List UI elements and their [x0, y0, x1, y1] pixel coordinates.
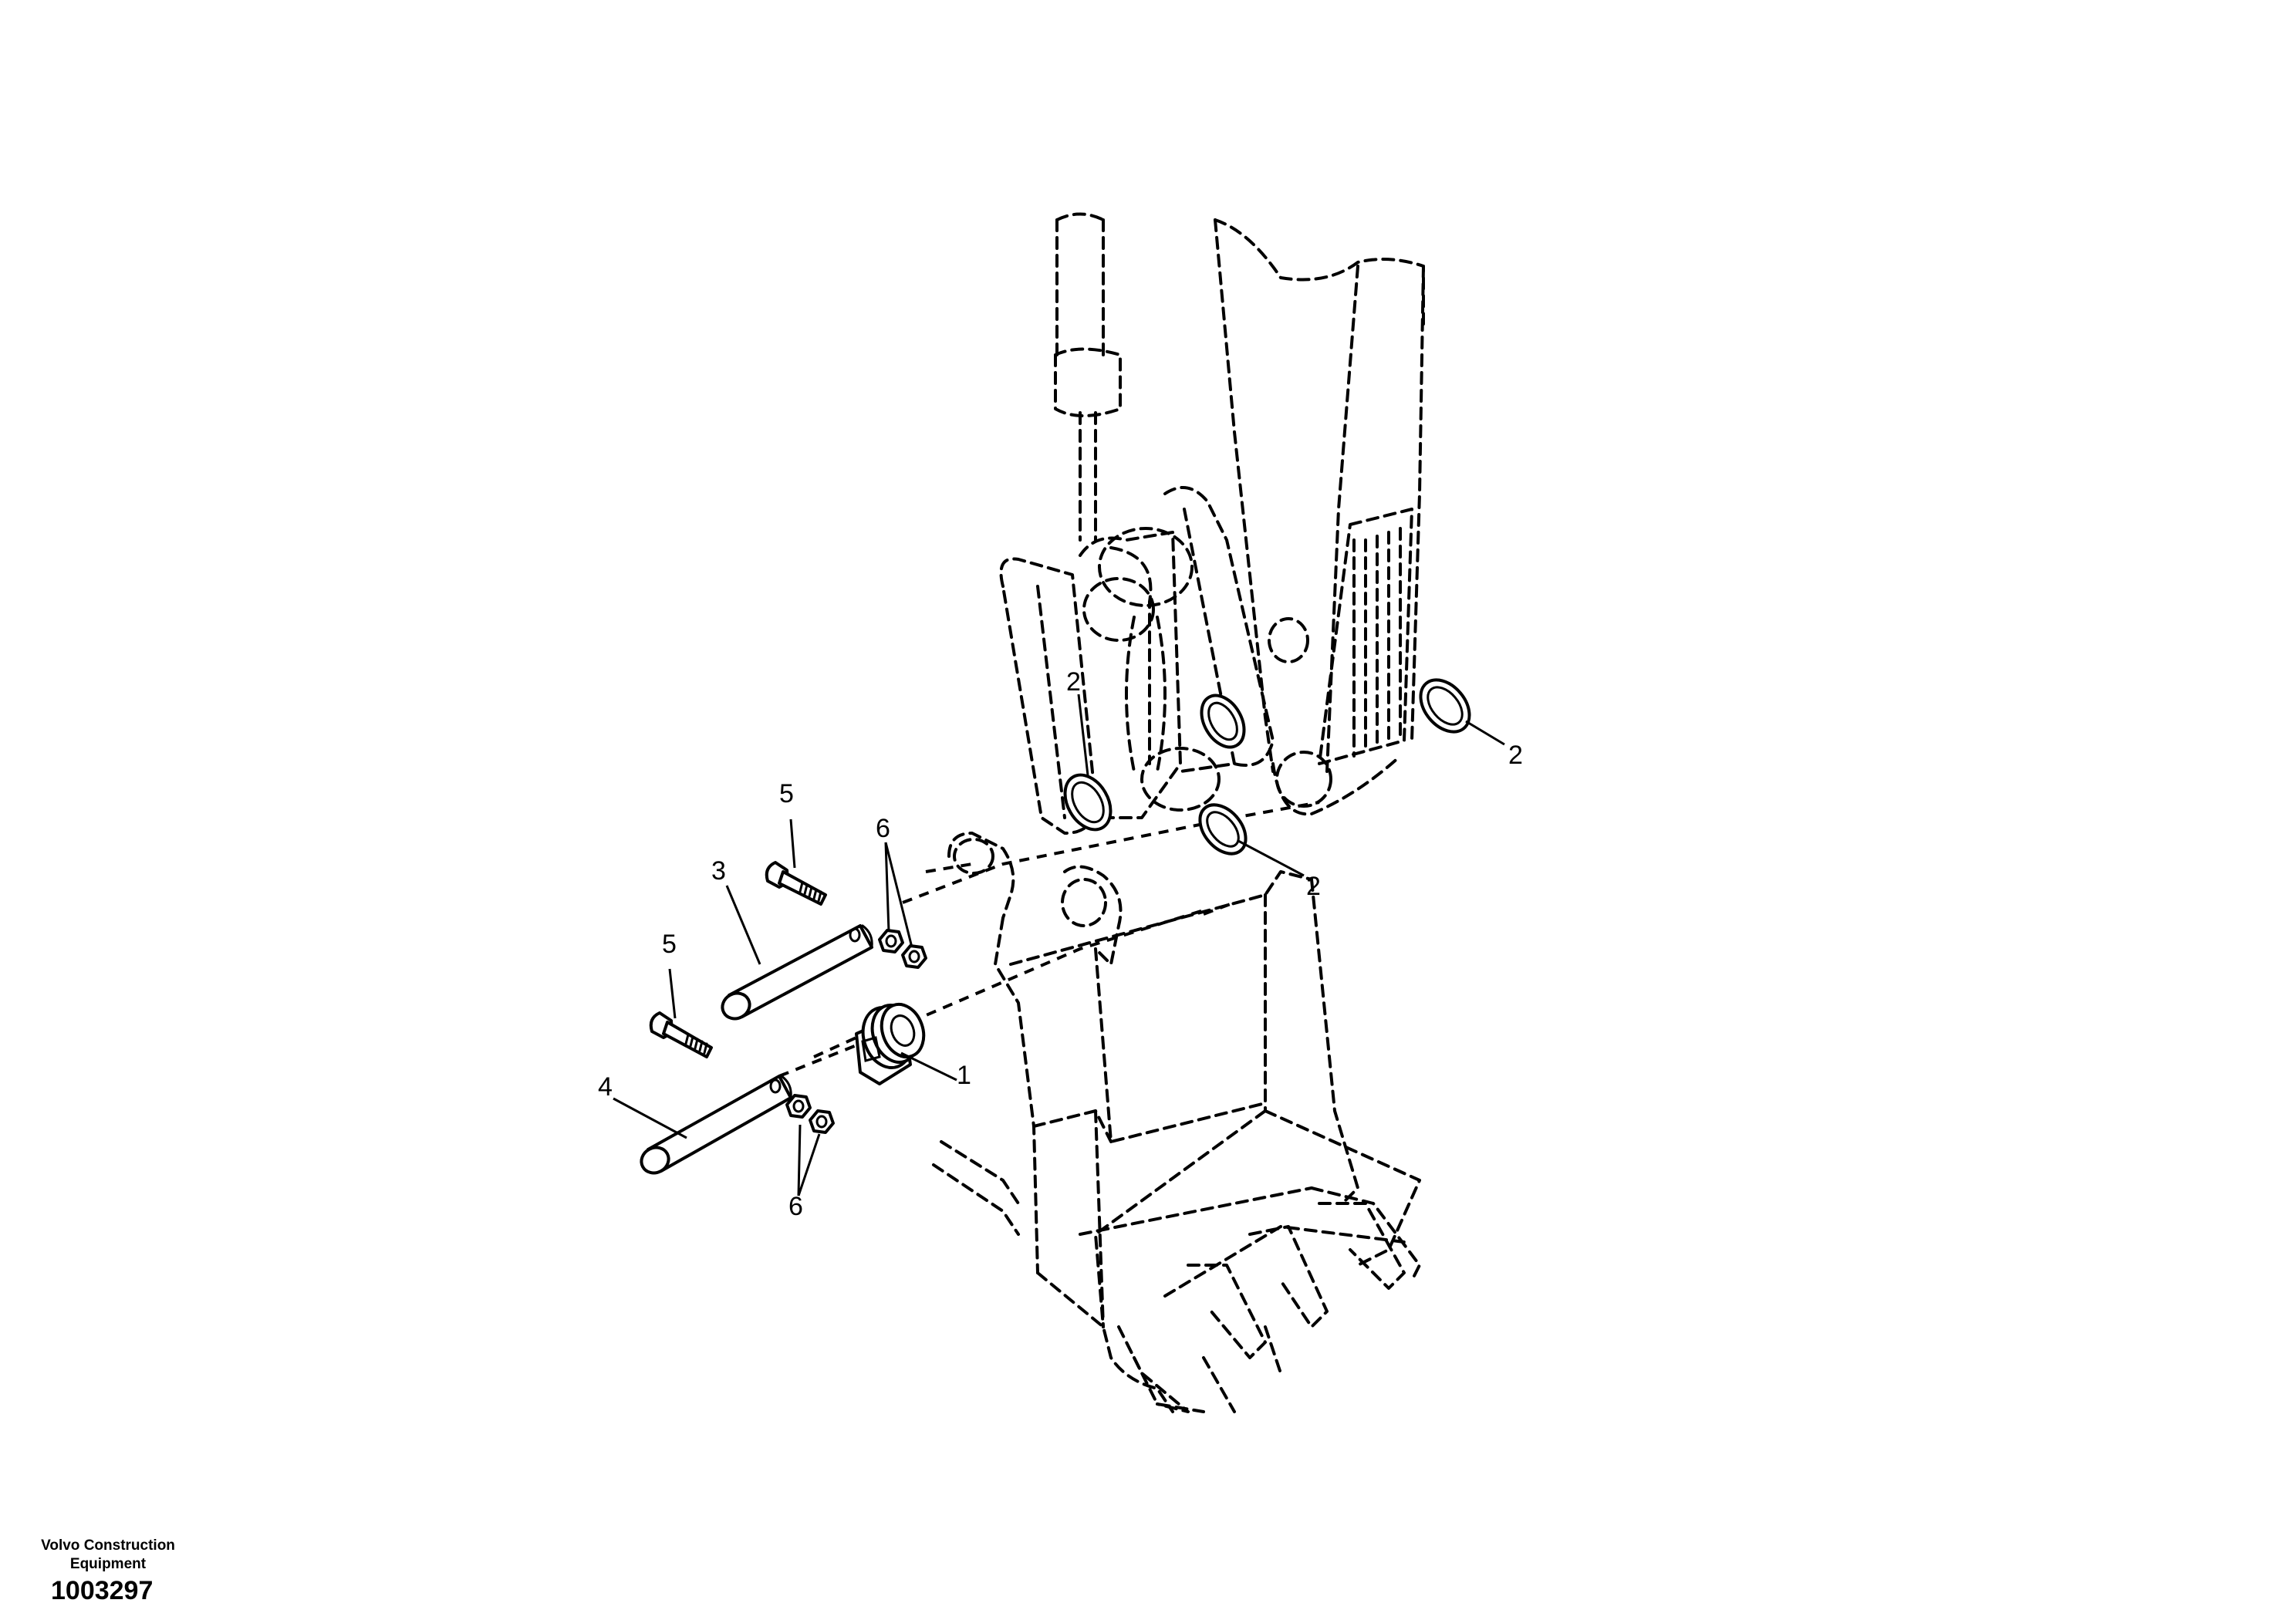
ghost-bucket: [932, 832, 1421, 1413]
pin-lower: [640, 1075, 792, 1175]
callout-3: 3: [711, 856, 726, 886]
nuts-upper: [878, 929, 927, 969]
ghost-hydraulic-cylinder: [1054, 212, 1122, 542]
o-ring-upper-left: [1063, 773, 1113, 832]
callout-6-upper: 6: [876, 814, 890, 843]
callout-2-upper-left: 2: [1066, 667, 1081, 697]
manufacturer-label: Volvo Construction Equipment: [23, 1537, 193, 1574]
callout-1: 1: [957, 1061, 971, 1090]
callout-5-lower: 5: [662, 930, 677, 959]
drawing-number: 1003297: [51, 1576, 154, 1605]
bushing-part: [855, 1002, 926, 1085]
o-ring-upper-middle: [1200, 694, 1246, 749]
callout-6-lower: 6: [788, 1192, 803, 1221]
callout-5-upper: 5: [779, 779, 794, 808]
o-ring-right: [1419, 678, 1471, 734]
bolt-lower: [649, 1011, 713, 1058]
manufacturer-line-2: Equipment: [69, 1556, 147, 1572]
callout-4: 4: [598, 1072, 613, 1102]
assembly-axis-lines: [778, 801, 1320, 1078]
o-ring-lower-middle: [1198, 803, 1248, 856]
ghost-links: [999, 486, 1332, 835]
callout-2-right: 2: [1508, 741, 1523, 770]
pin-upper: [721, 924, 873, 1021]
nuts-lower: [785, 1094, 835, 1134]
manufacturer-line-1: Volvo Construction: [41, 1537, 175, 1554]
callout-2-lower: 2: [1306, 872, 1321, 901]
bolt-upper: [765, 861, 827, 906]
ghost-arm: [1214, 218, 1425, 816]
leader-lines: [613, 694, 1505, 1196]
callout-labels: 1 2 2 2 3 4 5 5 6 6: [598, 667, 1523, 1221]
